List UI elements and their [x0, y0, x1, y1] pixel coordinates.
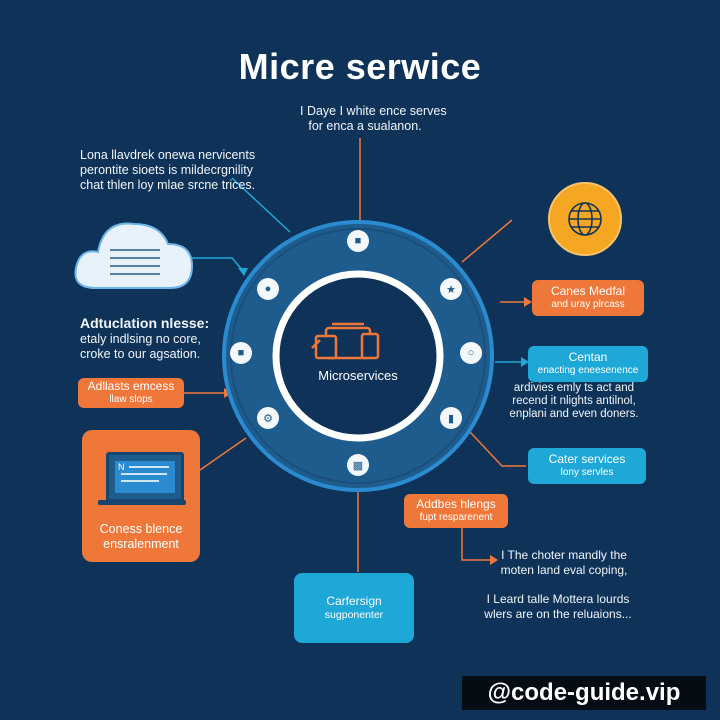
- right-cyan-text-line: recend it nlights antilnol,: [512, 395, 636, 407]
- page-title: Micre serwice: [238, 46, 482, 87]
- right-cyan-text-line: ardivies emly ts act and: [513, 382, 635, 394]
- globe-icon: [548, 182, 622, 256]
- devices-icon: [311, 322, 380, 360]
- node-bottom-left-icon: ⚙: [257, 407, 279, 429]
- left-orange-box-title: Adllasts emcess: [87, 379, 175, 393]
- right-cyan-box-2: Cater services lony servles: [528, 448, 646, 484]
- node-top-right-icon: ★: [440, 278, 462, 300]
- connector-right-cyan2: [469, 431, 526, 467]
- bottom-right-text-1-line: I The choter mandly the: [501, 548, 627, 562]
- cloud-icon: [74, 222, 194, 289]
- bottom-orange-box: Addbes hlengs fupt resparenent: [404, 494, 508, 528]
- right-cyan-box-title: Centan: [568, 350, 608, 364]
- right-cyan-box-sub: enacting eneesenence: [537, 365, 639, 376]
- left-laptop-box: N Coness blence ensralenment: [82, 430, 200, 562]
- right-cyan-box-2-sub: lony servles: [560, 467, 614, 478]
- bottom-orange-box-sub: fupt resparenent: [419, 512, 493, 523]
- left-mid-heading: Adtuclation nlesse:: [80, 315, 210, 331]
- left-orange-box: Adllasts emcess llaw slops: [78, 378, 184, 408]
- top-note-line: I Daye I white ence serves: [300, 104, 447, 118]
- center-label: Microservices: [318, 368, 398, 383]
- bottom-cyan-box: Carfersign sugponenter: [294, 573, 414, 643]
- laptop-base: [98, 500, 186, 505]
- left-mid-line: etaly indlsing no core,: [80, 332, 201, 346]
- node-bottom-icon: ▩: [347, 454, 369, 476]
- left-laptop-box-line: Coness blence: [99, 522, 183, 536]
- left-laptop-box-text: Coness blence ensralenment: [82, 522, 200, 552]
- left-orange-box-sub: llaw slops: [109, 394, 153, 405]
- connector-cloud: [192, 257, 245, 273]
- connector-bottom-orange: [461, 528, 494, 561]
- right-cyan-text-line: enplani and even doners.: [509, 408, 639, 420]
- bottom-right-text-1-line: moten land eval coping,: [500, 563, 628, 577]
- arrow-right-cyan: [521, 357, 529, 367]
- bottom-right-text-2-line: wlers are on the reluaions...: [484, 607, 632, 621]
- right-cyan-box-2-title: Cater services: [548, 452, 626, 466]
- laptop-icon: N: [106, 452, 184, 502]
- connector-globe: [461, 219, 513, 263]
- right-orange-box: Canes Medfal and uray plrcass: [532, 280, 644, 316]
- left-top-text: Lona llavdrek onewa nervicents perontite…: [80, 148, 255, 193]
- left-top-text-line: perontite sioets is mildecrgnility: [80, 163, 253, 177]
- bottom-cyan-box-sub: sugponenter: [324, 609, 384, 621]
- right-orange-box-title: Canes Medfal: [550, 284, 626, 298]
- arrow-bottom-orange: [490, 555, 498, 565]
- node-top-left-icon: ●: [257, 278, 279, 300]
- laptop-screen: N: [115, 461, 175, 493]
- right-orange-box-sub: and uray plrcass: [551, 299, 625, 310]
- top-note: I Daye I white ence serves for enca a su…: [300, 104, 447, 134]
- arrow-cloud: [238, 268, 248, 276]
- node-left-icon: ■: [230, 342, 252, 364]
- watermark: @code-guide.vip: [462, 676, 706, 710]
- connector-left-top: [231, 177, 291, 233]
- left-top-text-line: chat thlen loy mlae srcne trices.: [80, 178, 256, 192]
- bottom-right-text-2-line: I Leard talle Mottera lourds: [486, 592, 630, 606]
- laptop-screen-letter: N: [118, 462, 125, 472]
- left-top-text-line: Lona llavdrek onewa nervicents: [80, 148, 256, 162]
- node-top-icon: ■: [347, 230, 369, 252]
- bottom-cyan-box-title: Carfersign: [326, 594, 382, 608]
- connector-laptop: [199, 437, 247, 471]
- arrow-right-orange: [524, 297, 532, 307]
- bottom-right-text-2: I Leard talle Mottera lourds wlers are o…: [478, 592, 638, 622]
- left-mid-line: croke to our agsation.: [80, 347, 201, 361]
- right-cyan-text: ardivies emly ts act and recend it nligh…: [500, 382, 648, 421]
- left-laptop-box-line: ensralenment: [103, 537, 179, 551]
- left-mid-text: Adtuclation nlesse: etaly indlsing no co…: [80, 314, 209, 362]
- node-bottom-right-icon: ▮: [440, 407, 462, 429]
- right-cyan-box: Centan enacting eneesenence: [528, 346, 648, 382]
- bottom-orange-box-title: Addbes hlengs: [416, 497, 496, 511]
- node-right-icon: ○: [460, 342, 482, 364]
- inner-ring: [272, 270, 444, 442]
- top-note-line: for enca a sualanon.: [308, 119, 422, 133]
- bottom-right-text-1: I The choter mandly the moten land eval …: [494, 548, 634, 578]
